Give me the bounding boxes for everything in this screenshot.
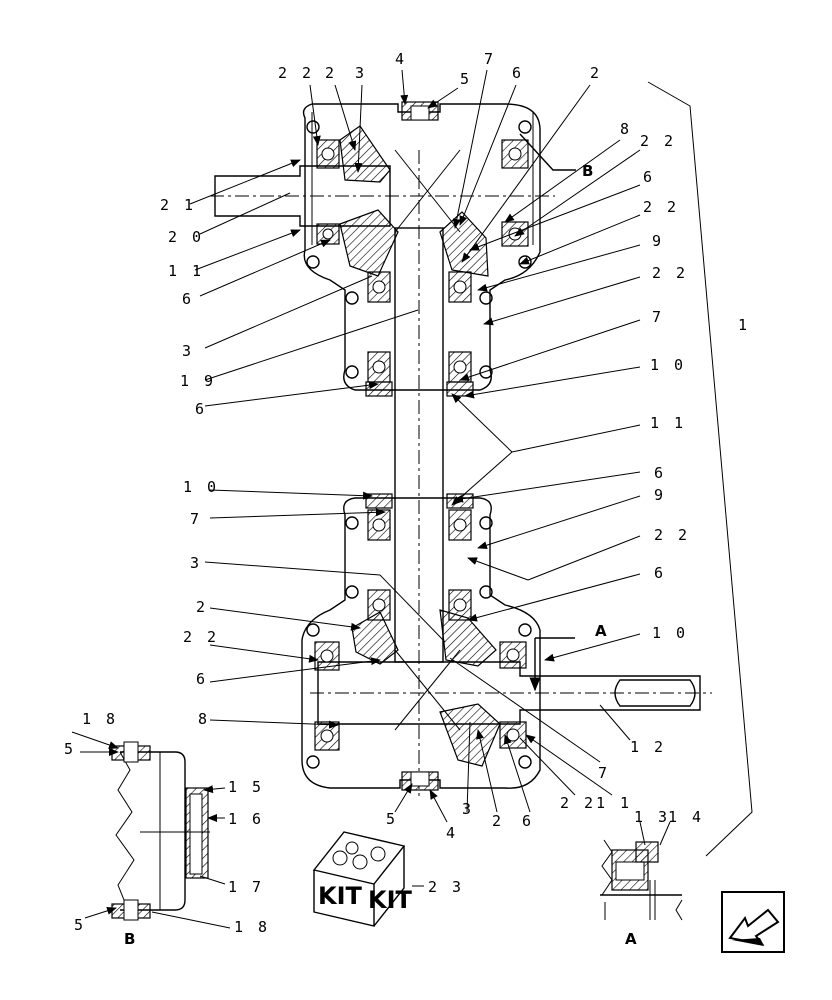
callout-11: 1 1	[168, 262, 204, 280]
callout-13: 1 3	[634, 808, 670, 826]
callout-10: 1 0	[183, 478, 219, 496]
callout-23: 2 3	[428, 878, 464, 896]
callout-6: 6	[654, 464, 666, 482]
callout-2: 2	[325, 64, 337, 82]
callout-6: 6	[512, 64, 524, 82]
callout-18: 1 8	[234, 918, 270, 936]
section-marker-b: B	[582, 162, 593, 180]
section-marker-a: A	[595, 622, 607, 640]
callout-6: 6	[195, 400, 207, 418]
callout-3: 3	[462, 800, 474, 818]
section-marker-lines	[519, 133, 576, 692]
detail-b-label: B	[124, 930, 135, 948]
callout-5: 5	[74, 916, 86, 934]
callout-6: 6	[182, 290, 194, 308]
callout-7: 7	[652, 308, 664, 326]
callout-7: 7	[190, 510, 202, 528]
back-arrow-icon[interactable]	[721, 891, 785, 953]
callout-3: 3	[355, 64, 367, 82]
detail-a-view	[600, 821, 683, 921]
callout-4: 4	[395, 50, 407, 68]
callout-4: 4	[446, 824, 458, 842]
kit-label-right: KIT	[368, 886, 413, 914]
callout-3: 3	[182, 342, 194, 360]
callout-6: 6	[522, 812, 534, 830]
callout-12: 1 2	[630, 738, 666, 756]
callout-7: 7	[484, 50, 496, 68]
callout-20: 2 0	[168, 228, 204, 246]
assembly-bracket-line	[647, 81, 753, 857]
callout-10: 1 0	[652, 624, 688, 642]
callout-22: 2 2	[640, 132, 676, 150]
callout-2: 2	[196, 598, 208, 616]
kit-box: KIT KIT	[312, 831, 424, 927]
callout-7: 7	[598, 764, 610, 782]
callout-22: 2 2	[560, 794, 596, 812]
callout-11: 1 1	[596, 794, 632, 812]
callout-15: 1 5	[228, 778, 264, 796]
callout-19: 1 9	[180, 372, 216, 390]
callout-8: 8	[198, 710, 210, 728]
callout-17: 1 7	[228, 878, 264, 896]
kit-label-left: KIT	[318, 882, 363, 910]
callout-18: 1 8	[82, 710, 118, 728]
upper-gear-housing	[210, 101, 555, 391]
callout-21: 2 1	[160, 196, 196, 214]
callout-labels: 2 2 2 3 4 5 7 6 2 B 8 2 2 6 2 2 9 2 2 7 …	[64, 50, 750, 948]
callout-9: 9	[652, 232, 664, 250]
callout-22: 2 2	[278, 64, 314, 82]
callout-22: 2 2	[183, 628, 219, 646]
callout-2: 2	[590, 64, 602, 82]
callout-9: 9	[654, 486, 666, 504]
callout-2: 2	[492, 812, 504, 830]
callout-14: 1 4	[668, 808, 704, 826]
callout-6: 6	[654, 564, 666, 582]
callout-8: 8	[620, 120, 632, 138]
callout-5: 5	[64, 740, 76, 758]
callout-1: 1	[738, 316, 750, 334]
leader-lines	[189, 69, 641, 823]
callout-3: 3	[190, 554, 202, 572]
callout-5: 5	[386, 810, 398, 828]
callout-6: 6	[196, 670, 208, 688]
callout-6: 6	[643, 168, 655, 186]
callout-10: 1 0	[650, 356, 686, 374]
detail-b-view	[71, 731, 231, 929]
callout-5: 5	[460, 70, 472, 88]
detail-a-label: A	[625, 930, 637, 948]
callout-16: 1 6	[228, 810, 264, 828]
callout-22: 2 2	[654, 526, 690, 544]
callout-22: 2 2	[652, 264, 688, 282]
callout-22: 2 2	[643, 198, 679, 216]
callout-11: 1 1	[650, 414, 686, 432]
